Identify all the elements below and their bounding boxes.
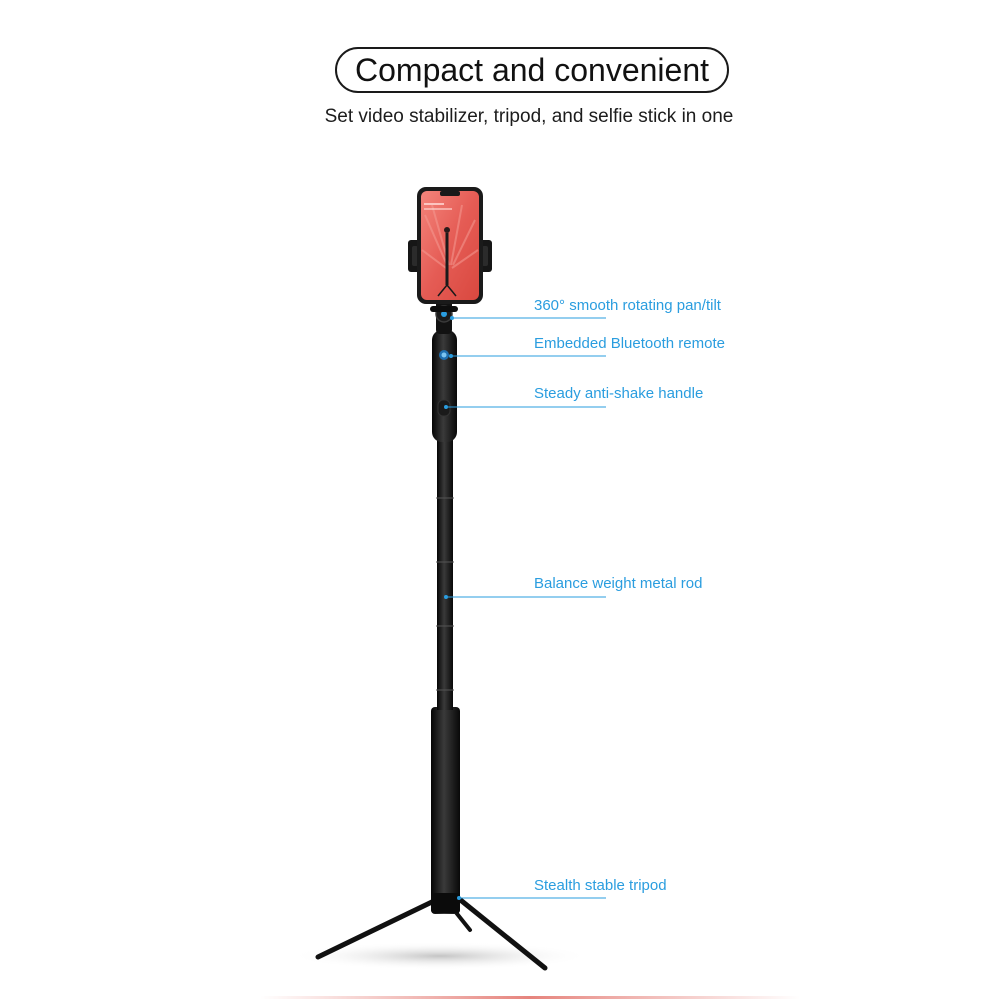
title-pill: Compact and convenient: [335, 47, 729, 93]
callout-dots: [444, 316, 461, 900]
metal-rod: [436, 435, 454, 710]
callout-leaders: [446, 317, 606, 899]
smartphone-icon: [417, 187, 483, 304]
floor-shadow: [290, 942, 590, 970]
callout-metal-rod: Balance weight metal rod: [534, 575, 703, 592]
callout-pan-tilt: 360° smooth rotating pan/tilt: [534, 297, 721, 314]
page-subtitle: Set video stabilizer, tripod, and selfie…: [324, 106, 734, 127]
handle: [432, 330, 457, 442]
bottom-accent-line: [260, 996, 800, 999]
pan-tilt-head: [430, 300, 458, 334]
callout-tripod: Stealth stable tripod: [534, 877, 667, 894]
tripod-tube: [431, 707, 460, 914]
callout-handle: Steady anti-shake handle: [534, 385, 704, 402]
callout-bluetooth-remote: Embedded Bluetooth remote: [534, 335, 725, 352]
page-title: Compact and convenient: [355, 52, 709, 88]
